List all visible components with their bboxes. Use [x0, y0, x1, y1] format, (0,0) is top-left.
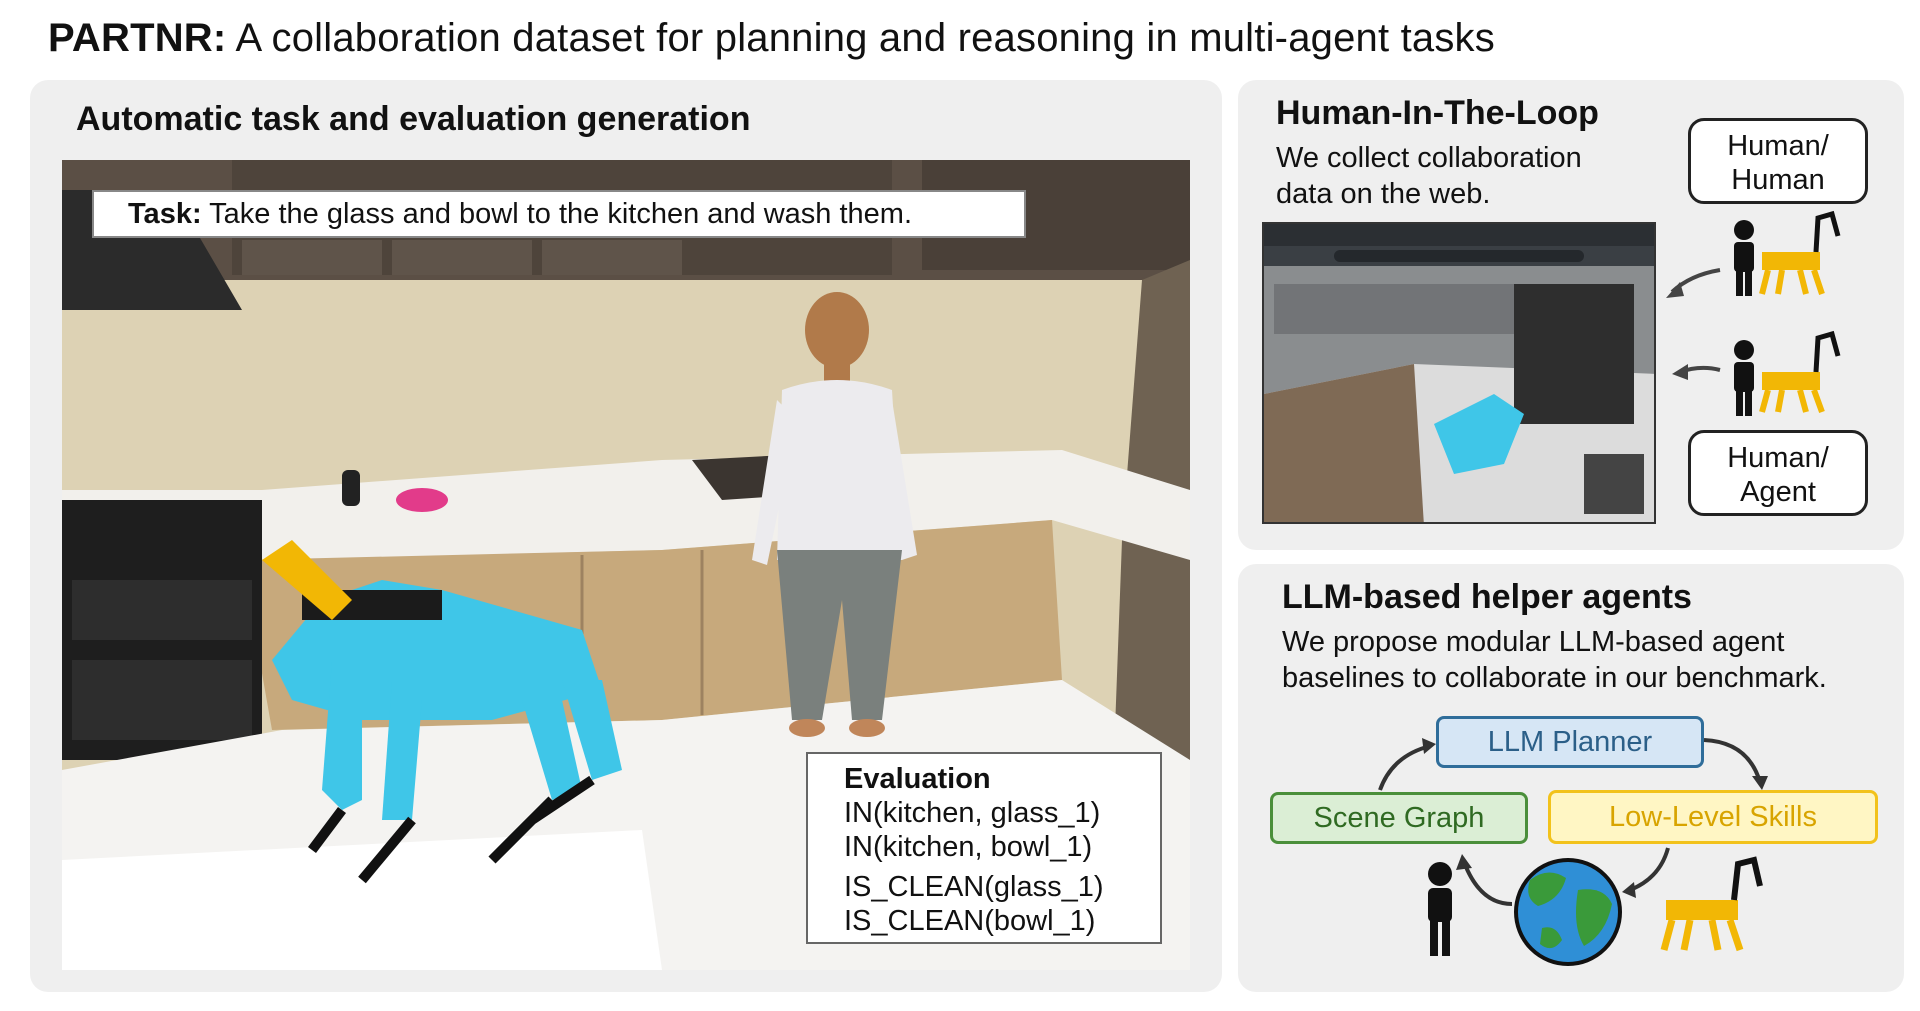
evaluation-predicate: IN(kitchen, glass_1): [844, 797, 1101, 829]
low-level-skills-box: Low-Level Skills: [1548, 790, 1878, 844]
pill-line: Human: [1731, 164, 1825, 196]
robot-dog-icon: [262, 540, 622, 884]
pill-line: Human/: [1727, 442, 1829, 474]
task-label: Task:: [128, 198, 202, 230]
evaluation-title: Evaluation: [844, 763, 991, 795]
evaluation-predicate: IS_CLEAN(glass_1): [844, 871, 1104, 903]
evaluation-predicate: IS_CLEAN(bowl_1): [844, 905, 1096, 937]
task-generation-heading: Automatic task and evaluation generation: [76, 100, 751, 138]
pill-line: Human/: [1727, 130, 1829, 162]
human-avatar: [752, 292, 917, 737]
hitl-heading: Human-In-The-Loop: [1276, 94, 1599, 132]
figure-title: PARTNR: A collaboration dataset for plan…: [48, 16, 1495, 61]
human-human-label: Human/ Human: [1688, 118, 1868, 204]
pill-line: Agent: [1740, 476, 1816, 508]
title-rest: A collaboration dataset for planning and…: [226, 16, 1495, 60]
llm-heading: LLM-based helper agents: [1282, 578, 1692, 616]
llm-planner-box: LLM Planner: [1436, 716, 1704, 768]
human-agent-label: Human/ Agent: [1688, 430, 1868, 516]
task-text: Take the glass and bowl to the kitchen a…: [201, 198, 913, 230]
llm-description: We propose modular LLM-based agent basel…: [1282, 626, 1827, 694]
evaluation-predicate: IN(kitchen, bowl_1): [844, 831, 1093, 863]
title-bold: PARTNR:: [48, 16, 227, 60]
task-description-box: Task: Take the glass and bowl to the kit…: [92, 190, 1026, 238]
web-player-screenshot: [1262, 222, 1656, 524]
hitl-description: We collect collaboration data on the web…: [1276, 142, 1582, 210]
evaluation-box: Evaluation IN(kitchen, glass_1) IN(kitch…: [806, 752, 1162, 944]
scene-graph-box: Scene Graph: [1270, 792, 1528, 844]
